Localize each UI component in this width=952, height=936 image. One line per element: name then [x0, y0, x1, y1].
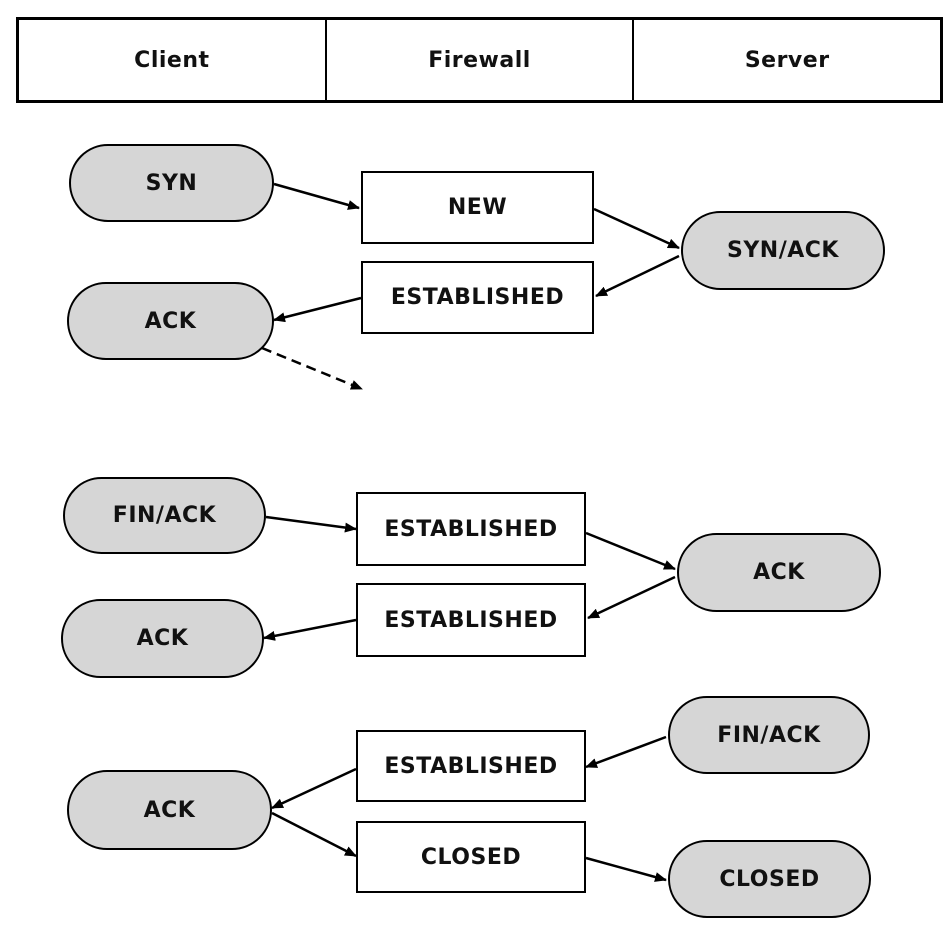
firewall-established-state-1: ESTABLISHED — [356, 492, 586, 566]
arrow-new-to-synack — [593, 207, 680, 250]
server-ack-node: ACK — [677, 533, 881, 612]
server-column-header: Server — [632, 20, 940, 100]
client-ack-node-2: ACK — [61, 599, 264, 678]
arrow-server-ack-to-established — [587, 575, 676, 620]
client-ack-node: ACK — [67, 282, 274, 360]
firewall-new-state: NEW — [361, 171, 594, 244]
arrow-established-to-client-ack — [263, 618, 357, 641]
server-synack-node: SYN/ACK — [681, 211, 885, 290]
arrow-established-to-server-ack — [585, 531, 676, 571]
firewall-column-header: Firewall — [324, 20, 633, 100]
firewall-closed-state: CLOSED — [356, 821, 586, 893]
arrow-ack-continuation-dashed — [261, 346, 363, 391]
firewall-established-state: ESTABLISHED — [361, 261, 594, 334]
arrow-synack-to-established — [595, 254, 680, 298]
arrow-closed-to-server-closed — [585, 856, 667, 882]
server-closed-node: CLOSED — [668, 840, 871, 918]
firewall-established-state-2: ESTABLISHED — [356, 583, 586, 657]
client-syn-node: SYN — [69, 144, 274, 222]
arrow-client-ack-to-closed — [271, 811, 357, 858]
arrow-finack-to-established — [265, 515, 357, 533]
arrow-syn-to-new — [273, 182, 360, 210]
arrow-established-to-ack — [273, 296, 362, 323]
firewall-established-state-3: ESTABLISHED — [356, 730, 586, 802]
client-finack-node: FIN/ACK — [63, 477, 266, 554]
arrow-server-finack-to-established — [585, 735, 667, 769]
server-finack-node: FIN/ACK — [668, 696, 870, 774]
arrow-established-to-client-ack-2 — [271, 767, 357, 810]
client-ack-node-3: ACK — [67, 770, 272, 850]
column-header-bar: Client Firewall Server — [16, 17, 943, 103]
client-column-header: Client — [134, 47, 210, 73]
